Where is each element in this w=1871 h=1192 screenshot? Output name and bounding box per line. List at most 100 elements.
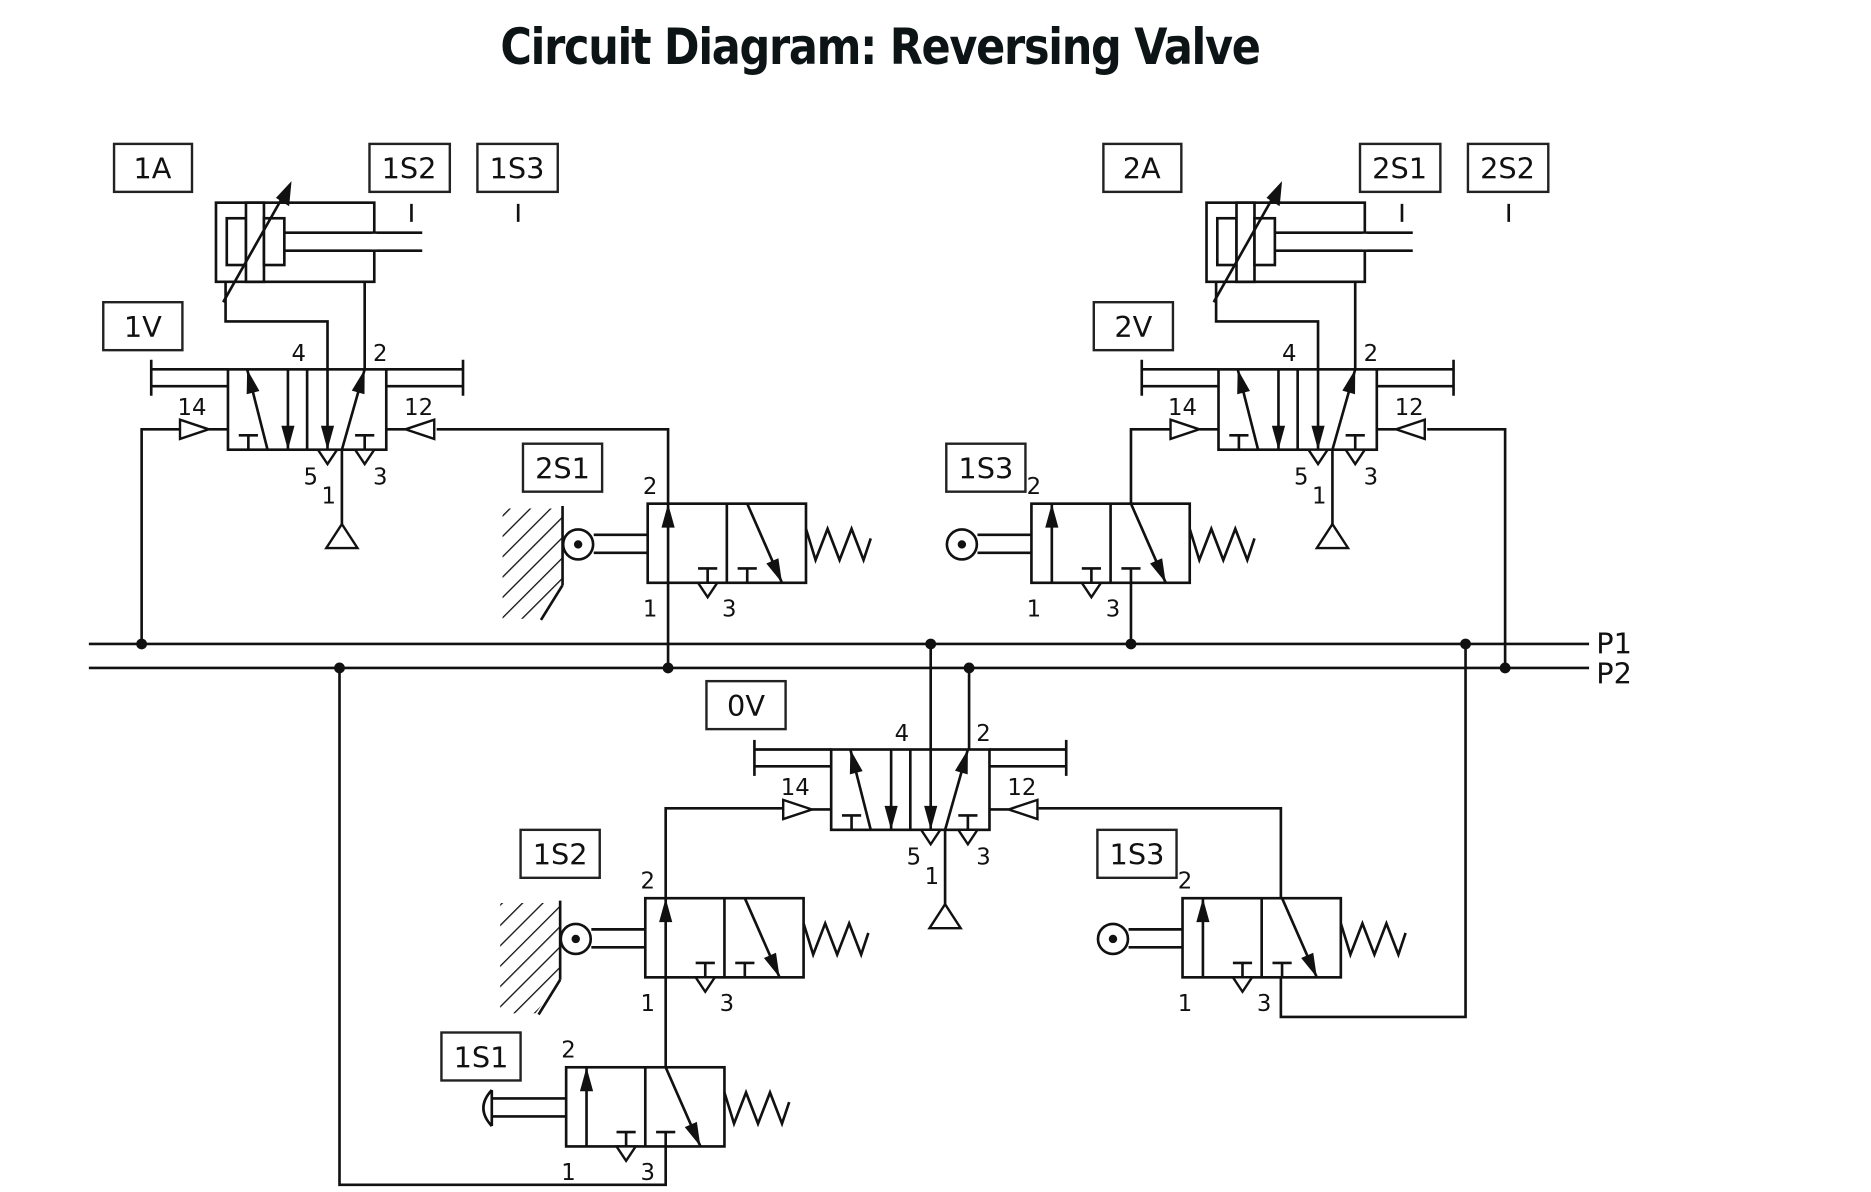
arrow-head xyxy=(1266,181,1283,207)
pilot-icon xyxy=(401,418,436,441)
port-label: 12 xyxy=(1395,395,1424,421)
component-label-box xyxy=(1102,142,1183,194)
exhaust-icon xyxy=(956,828,980,847)
port-label: 2 xyxy=(373,341,387,367)
mask xyxy=(492,618,565,634)
arrow-head xyxy=(884,805,898,830)
component-label-box xyxy=(705,679,787,731)
exhaust-icon xyxy=(693,976,718,994)
port-label: 12 xyxy=(1007,775,1036,801)
port-label: 3 xyxy=(1106,596,1120,622)
arrow-head xyxy=(275,181,292,207)
supply-lines: P1 P2 xyxy=(88,627,1632,691)
pipe xyxy=(1214,281,1320,370)
air-supply-icon xyxy=(324,521,360,550)
port-label: 4 xyxy=(895,721,909,747)
component-label: 2V xyxy=(1114,310,1152,344)
arrow-head xyxy=(1271,425,1286,450)
pipe xyxy=(664,806,784,897)
component-label: 2A xyxy=(1123,152,1161,186)
arrow-head xyxy=(1237,369,1250,395)
port-label: 2 xyxy=(561,1038,575,1064)
port-label: 12 xyxy=(404,395,433,421)
port-label: 2 xyxy=(640,869,654,895)
arrow-head xyxy=(684,1121,701,1147)
arrow-head xyxy=(1301,952,1317,978)
arrow-head xyxy=(849,749,863,775)
port-label: 5 xyxy=(303,464,317,490)
port-label: 3 xyxy=(1364,464,1378,490)
pilot-icon xyxy=(1169,418,1204,441)
pipe xyxy=(1129,427,1171,504)
component-label-box xyxy=(440,1031,522,1082)
roller-center xyxy=(571,934,580,944)
port-label: 2 xyxy=(643,474,657,500)
port-label: 3 xyxy=(976,845,990,871)
pipe xyxy=(1038,806,1283,897)
port-label: 4 xyxy=(1282,341,1296,367)
adjustable-cushion-arrow xyxy=(222,191,287,303)
spring-icon xyxy=(1339,919,1407,959)
sensor-label: 2S2 xyxy=(1480,152,1535,186)
port-label: 1 xyxy=(640,991,654,1017)
arrow-head xyxy=(659,898,673,923)
pipe xyxy=(338,667,668,1187)
arrow-head xyxy=(924,805,938,830)
component-label: 1S3 xyxy=(958,451,1013,485)
component-label: 1A xyxy=(133,152,171,186)
port-label: 1 xyxy=(1312,484,1326,510)
arrow-head xyxy=(351,369,365,395)
exhaust-icon xyxy=(1230,976,1255,994)
exhaust-icon xyxy=(918,828,943,847)
push-button-icon xyxy=(482,1089,493,1127)
pilot-icon xyxy=(782,798,816,821)
roller-center xyxy=(573,540,583,549)
air-supply-icon xyxy=(1314,521,1351,550)
cylinder-2a[interactable]: 2A 2S1 2S2 xyxy=(1102,142,1550,370)
mask xyxy=(490,1013,563,1028)
arrow-head xyxy=(1342,369,1356,395)
exhaust-icon xyxy=(352,448,377,467)
cushion xyxy=(225,216,248,267)
port-label: 1 xyxy=(925,864,939,890)
component-label-box xyxy=(1092,300,1175,352)
arrow-head xyxy=(1311,425,1325,450)
spring-icon xyxy=(723,1088,791,1128)
port-label: 3 xyxy=(722,596,736,622)
sensor-label: 1S3 xyxy=(490,152,545,186)
cushion xyxy=(1215,216,1238,267)
wall-edge xyxy=(539,584,564,621)
exhaust-icon xyxy=(1306,448,1330,467)
port-label: 5 xyxy=(907,845,921,871)
spring-icon xyxy=(1188,525,1256,565)
arrow-head xyxy=(763,952,780,978)
roller-center xyxy=(957,540,967,549)
port-label: 5 xyxy=(1294,464,1308,490)
port-label: 4 xyxy=(291,341,305,367)
cylinder-1a[interactable]: 1A 1S2 1S3 xyxy=(112,142,559,370)
pilot-icon xyxy=(1392,418,1426,441)
sensor-label-box xyxy=(1358,142,1442,194)
arrow-head xyxy=(766,558,783,583)
exhaust-icon xyxy=(315,448,340,467)
arrow-head xyxy=(1196,898,1210,923)
sensor-label-box xyxy=(476,142,559,194)
cushion xyxy=(262,216,286,267)
port-label: 1 xyxy=(561,1160,575,1186)
pipe xyxy=(436,427,670,504)
component-label-box xyxy=(945,442,1027,493)
component-label: 2S1 xyxy=(535,451,590,485)
cushion xyxy=(1253,216,1277,267)
pilot-icon xyxy=(1004,798,1039,821)
port-label: 3 xyxy=(1257,991,1271,1017)
hatched-wall xyxy=(500,902,561,1016)
diagram-title: Circuit Diagram: Reversing Valve xyxy=(500,18,1261,76)
